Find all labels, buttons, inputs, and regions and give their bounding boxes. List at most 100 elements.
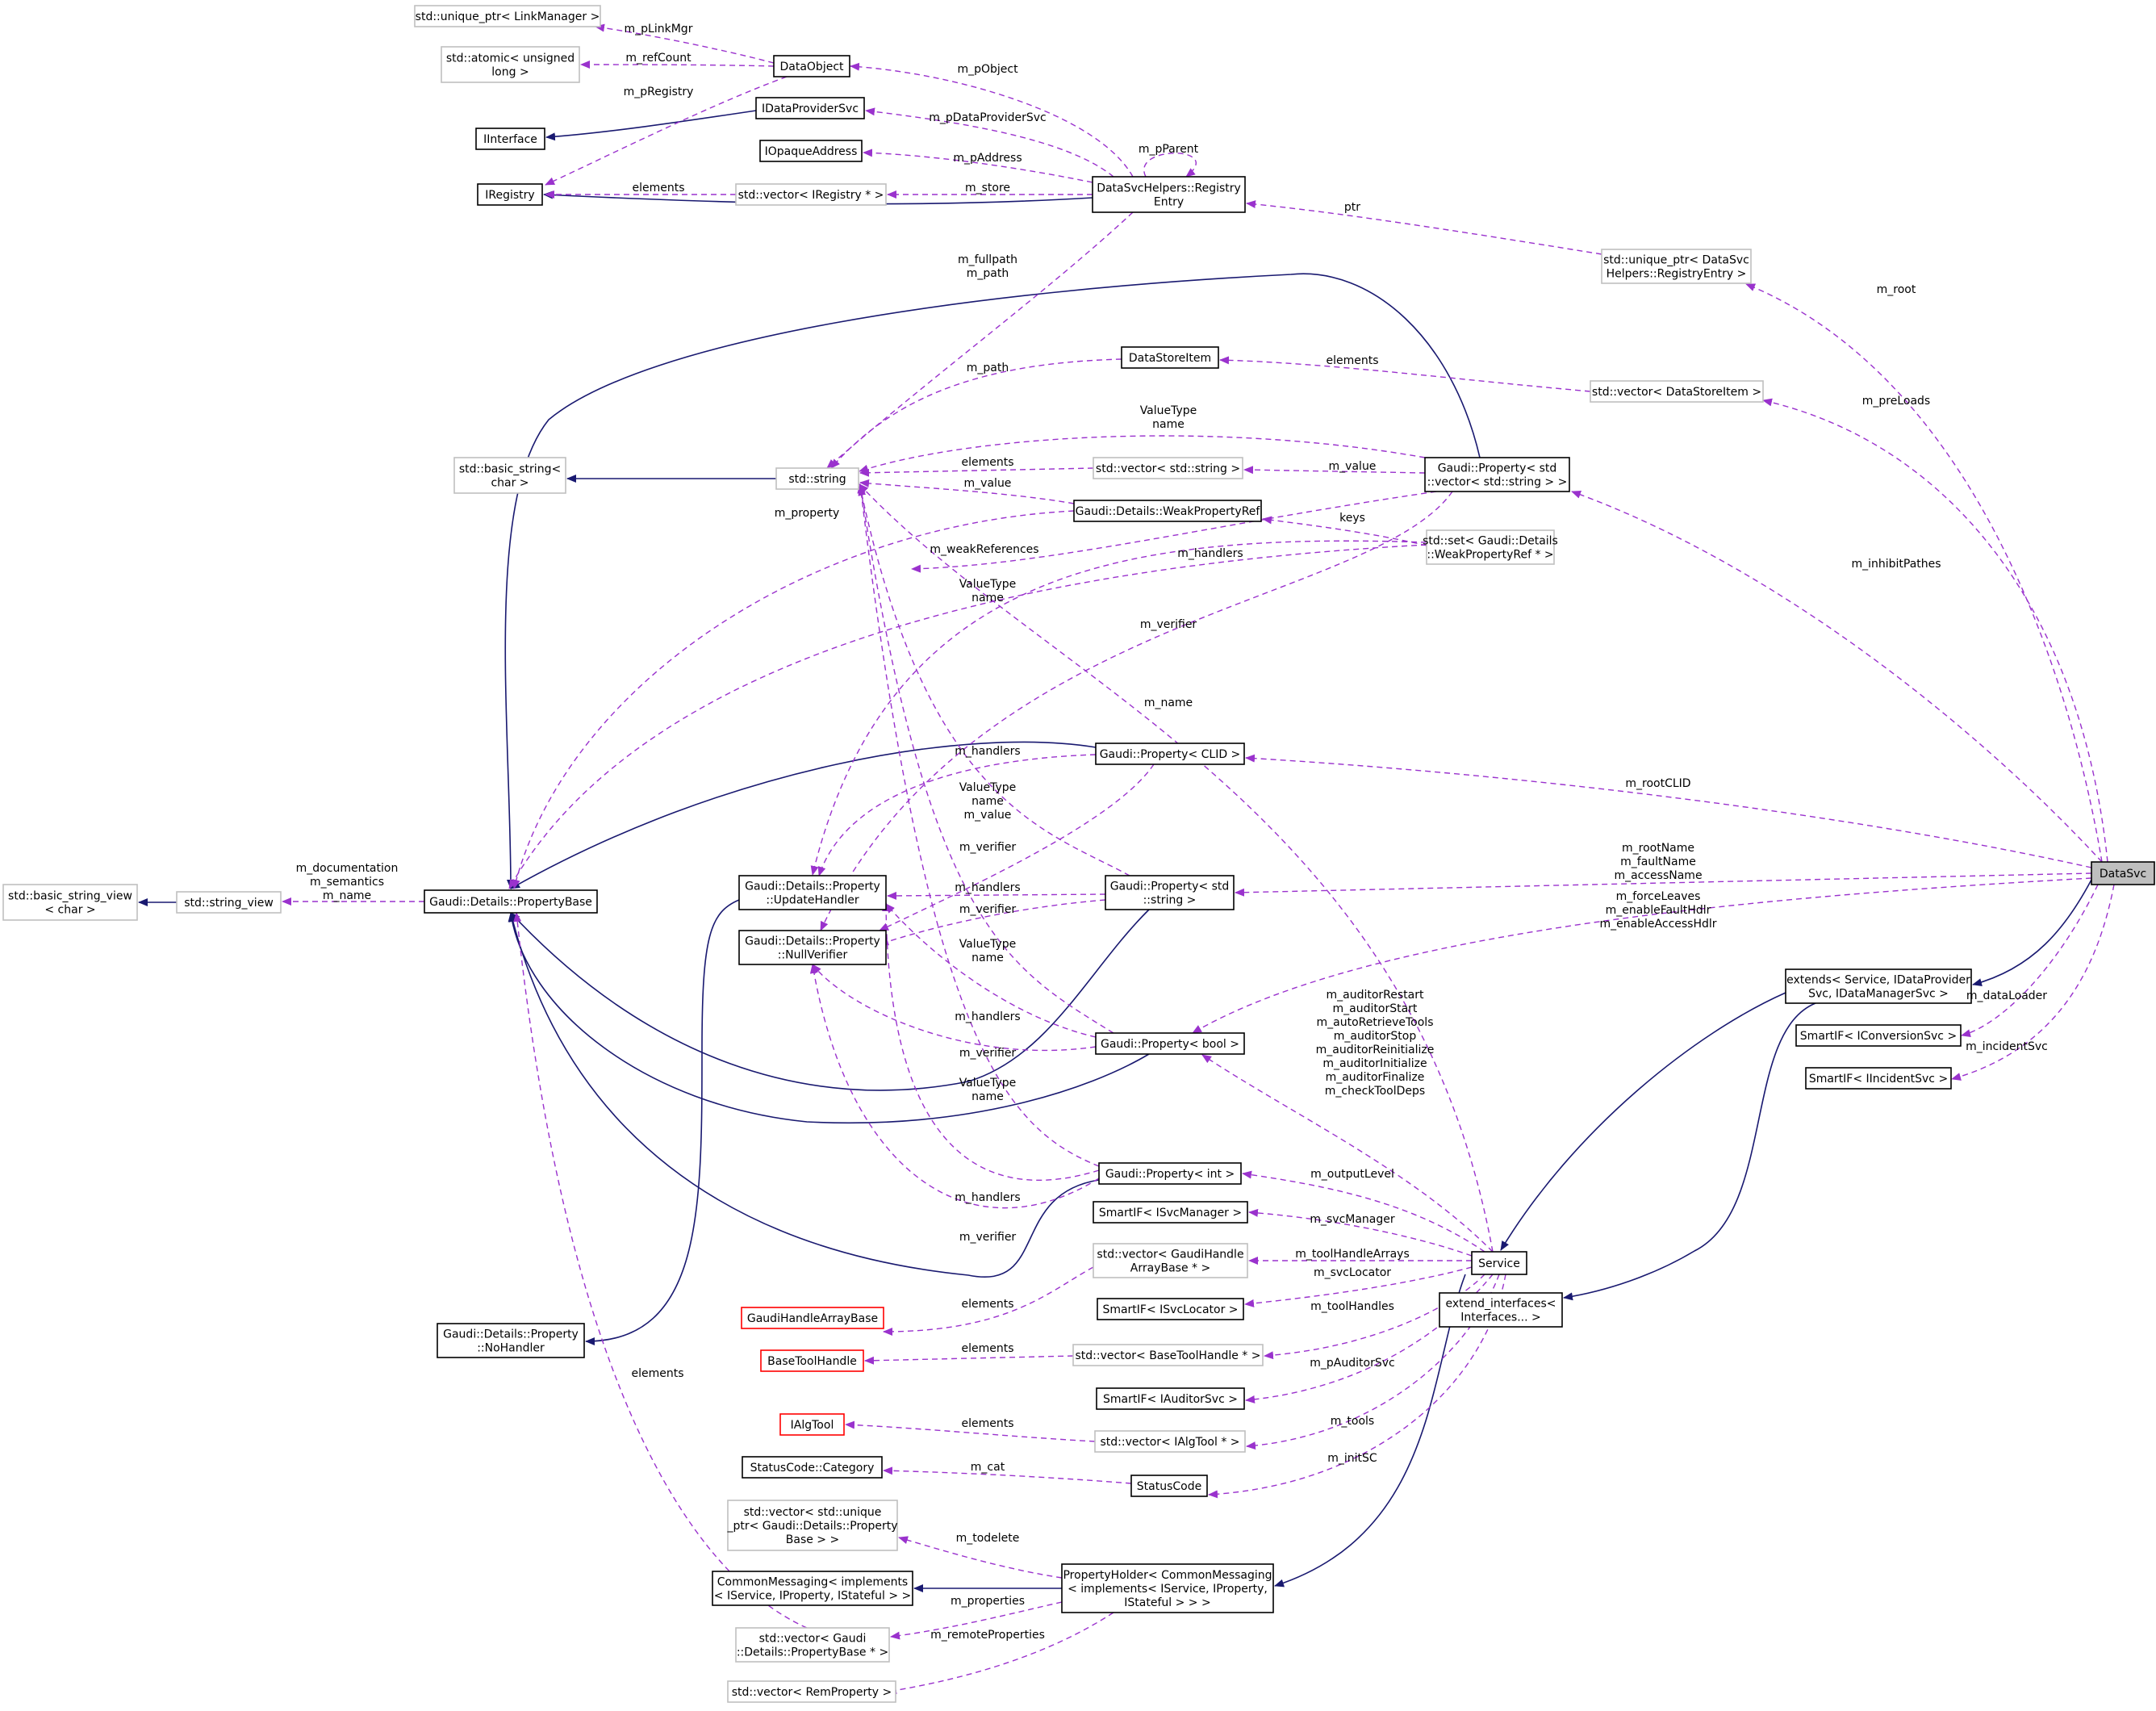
node-vec-gaudihandlearraybase[interactable]: std::vector< GaudiHandleArrayBase * >: [1093, 1243, 1248, 1278]
node-std-string[interactable]: std::string: [775, 467, 859, 490]
node-statuscode-category[interactable]: StatusCode::Category: [742, 1456, 883, 1479]
node-iregistry[interactable]: IRegistry: [477, 183, 543, 206]
node-box: [755, 97, 865, 119]
node-smartif-iincidentsvc[interactable]: SmartIF< IIncidentSvc >: [1805, 1067, 1952, 1090]
usage-edge-m-forceLeaves: [1192, 877, 2092, 1034]
node-prop-bool[interactable]: Gaudi::Property< bool >: [1095, 1032, 1245, 1055]
node-vec-ialgtool[interactable]: std::vector< IAlgTool * >: [1094, 1430, 1246, 1453]
node-vec-datastoreitem[interactable]: std::vector< DataStoreItem >: [1590, 380, 1764, 403]
edge-label-m-pParent: m_pParent: [1139, 143, 1199, 156]
edge-label-keys: keys: [1339, 512, 1365, 525]
node-label: std::string: [788, 473, 846, 486]
node-box: [738, 930, 887, 965]
usage-edge-m-pParent: [1143, 153, 1197, 178]
node-commonmessaging[interactable]: CommonMessaging< implements< IService, I…: [712, 1571, 913, 1606]
usage-edge-keys: [1262, 516, 1427, 546]
node-box: [773, 55, 850, 77]
node-box: [775, 467, 859, 490]
node-datastoreitem[interactable]: DataStoreItem: [1121, 346, 1219, 369]
edge-label-m-initSC: m_initSC: [1327, 1452, 1377, 1465]
node-vec-string[interactable]: std::vector< std::string >: [1093, 457, 1243, 479]
node-set-weak[interactable]: std::set< Gaudi::Details::WeakPropertyRe…: [1423, 529, 1558, 565]
edge-label-m-rootCLID: m_rootCLID: [1625, 777, 1690, 790]
node-uptr-regentry[interactable]: std::unique_ptr< DataSvcHelpers::Registr…: [1601, 249, 1752, 284]
edge-label-ValueType-name-top: ValueType: [1140, 404, 1197, 417]
node-label: std::basic_string<: [459, 463, 561, 476]
node-datasvc[interactable]: DataSvc: [2091, 861, 2155, 885]
node-smartif-iconversionsvc[interactable]: SmartIF< IConversionSvc >: [1795, 1024, 1962, 1047]
node-box: [760, 1349, 864, 1372]
node-ialgtool[interactable]: IAlgTool: [779, 1413, 845, 1436]
node-propertybase[interactable]: Gaudi::Details::PropertyBase: [424, 889, 598, 914]
usage-edge-m-remoteProperties: [887, 1612, 1114, 1695]
usage-edge-m-pAuditorSvc: [1245, 1274, 1494, 1404]
edge-label-m-auditor: m_auditorInitialize: [1322, 1057, 1427, 1070]
node-label: std::vector< RemProperty >: [732, 1686, 892, 1699]
edge-label-m-inhibitPathes: m_inhibitPathes: [1851, 558, 1941, 571]
node-std-basic-string-view[interactable]: std::basic_string_view< char >: [2, 884, 138, 921]
node-prop-vec-string[interactable]: Gaudi::Property< std::vector< std::strin…: [1424, 457, 1570, 492]
node-label: SmartIF< IConversionSvc >: [1800, 1030, 1957, 1043]
node-gaudihandlearraybase[interactable]: GaudiHandleArrayBase: [741, 1307, 884, 1329]
edge-label-m-cat: m_cat: [971, 1461, 1005, 1474]
node-label: CommonMessaging< implements: [717, 1576, 908, 1589]
node-registryentry[interactable]: DataSvcHelpers::RegistryEntry: [1092, 176, 1246, 213]
node-vec-iregistry[interactable]: std::vector< IRegistry * >: [735, 183, 887, 206]
node-label: extend_interfaces<: [1446, 1298, 1556, 1311]
node-prop-int[interactable]: Gaudi::Property< int >: [1098, 1162, 1242, 1185]
node-prop-string[interactable]: Gaudi::Property< std::string >: [1105, 875, 1235, 910]
node-vec-unique-propertybase[interactable]: std::vector< std::unique_ptr< Gaudi::Det…: [726, 1500, 898, 1551]
node-smartif-iauditorsvc[interactable]: SmartIF< IAuditorSvc >: [1096, 1387, 1245, 1410]
node-prop-clid[interactable]: Gaudi::Property< CLID >: [1095, 743, 1245, 765]
node-label: ::vector< std::string > >: [1427, 476, 1568, 489]
node-std-string-view[interactable]: std::string_view: [176, 891, 282, 914]
edge-label-m-handlers-int: m_handlers: [955, 1191, 1020, 1204]
inheritance-edge-2: [545, 110, 757, 141]
node-dataobject[interactable]: DataObject: [773, 55, 850, 77]
node-extends[interactable]: extends< Service, IDataProviderSvc, IDat…: [1785, 968, 1972, 1004]
node-nullverifier[interactable]: Gaudi::Details::Property::NullVerifier: [738, 930, 887, 965]
usage-edge-m-value-vecstring: [1243, 466, 1426, 475]
edge-label-ValueType-name-int: name: [971, 1090, 1004, 1103]
node-label: Gaudi::Property< bool >: [1101, 1038, 1239, 1051]
node-label: ArrayBase * >: [1130, 1262, 1210, 1275]
node-uptr-linkmanager[interactable]: std::unique_ptr< LinkManager >: [414, 5, 601, 27]
node-label: std::basic_string_view: [8, 890, 132, 903]
usage-edge-m-verifier-bool: [812, 964, 1097, 1052]
usage-edge-m-svcLocator: [1244, 1266, 1473, 1307]
node-propertyholder[interactable]: PropertyHolder< CommonMessaging< impleme…: [1061, 1563, 1274, 1613]
node-label: long >: [491, 66, 529, 79]
node-vec-propertybase[interactable]: std::vector< Gaudi::Details::PropertyBas…: [735, 1627, 890, 1663]
node-extend-interfaces[interactable]: extend_interfaces<Interfaces... >: [1439, 1292, 1563, 1328]
edge-label-ValueType-name-bool: ValueType: [959, 938, 1017, 951]
node-iopaqueaddress[interactable]: IOpaqueAddress: [759, 140, 863, 162]
node-idataprovidersvc[interactable]: IDataProviderSvc: [755, 97, 865, 119]
edge-label-m-forceLeaves: m_enableAccessHdlr: [1599, 918, 1716, 931]
node-weakpropertyref[interactable]: Gaudi::Details::WeakPropertyRef: [1073, 500, 1262, 522]
node-nohandler[interactable]: Gaudi::Details::Property::NoHandler: [437, 1323, 585, 1358]
node-box: [741, 1307, 884, 1329]
node-box: [477, 183, 543, 206]
inheritance-edge-9: [508, 912, 1100, 1278]
usage-edge-m-rootName: [1235, 872, 2092, 897]
node-vec-remproperty[interactable]: std::vector< RemProperty >: [727, 1680, 896, 1703]
node-updatehandler[interactable]: Gaudi::Details::Property::UpdateHandler: [738, 875, 887, 910]
node-basetoolhandle[interactable]: BaseToolHandle: [760, 1349, 864, 1372]
node-iinterface[interactable]: IInterface: [475, 128, 545, 150]
node-label: PropertyHolder< CommonMessaging: [1063, 1569, 1272, 1582]
edge-label-m-forceLeaves: m_forceLeaves: [1616, 890, 1701, 903]
node-label: DataSvcHelpers::Registry: [1097, 182, 1241, 195]
node-smartif-isvclocator[interactable]: SmartIF< ISvcLocator >: [1097, 1298, 1244, 1320]
usage-edge-elements-GHAB: [883, 1266, 1094, 1336]
node-service[interactable]: Service: [1471, 1251, 1527, 1275]
usage-edge-m-weakReferences: [810, 540, 1427, 876]
node-label: Gaudi::Property< std: [1438, 462, 1557, 475]
node-smartif-isvcmanager[interactable]: SmartIF< ISvcManager >: [1093, 1201, 1248, 1224]
node-vec-basetoolhandle[interactable]: std::vector< BaseToolHandle * >: [1072, 1344, 1264, 1366]
edge-label-m-weakReferences: m_weakReferences: [930, 543, 1038, 556]
edge-label-m-auditor: m_autoRetrieveTools: [1317, 1016, 1434, 1029]
node-std-basic-string[interactable]: std::basic_string<char >: [453, 457, 566, 494]
node-statuscode[interactable]: StatusCode: [1130, 1475, 1208, 1497]
node-label: std::set< Gaudi::Details: [1423, 535, 1558, 548]
